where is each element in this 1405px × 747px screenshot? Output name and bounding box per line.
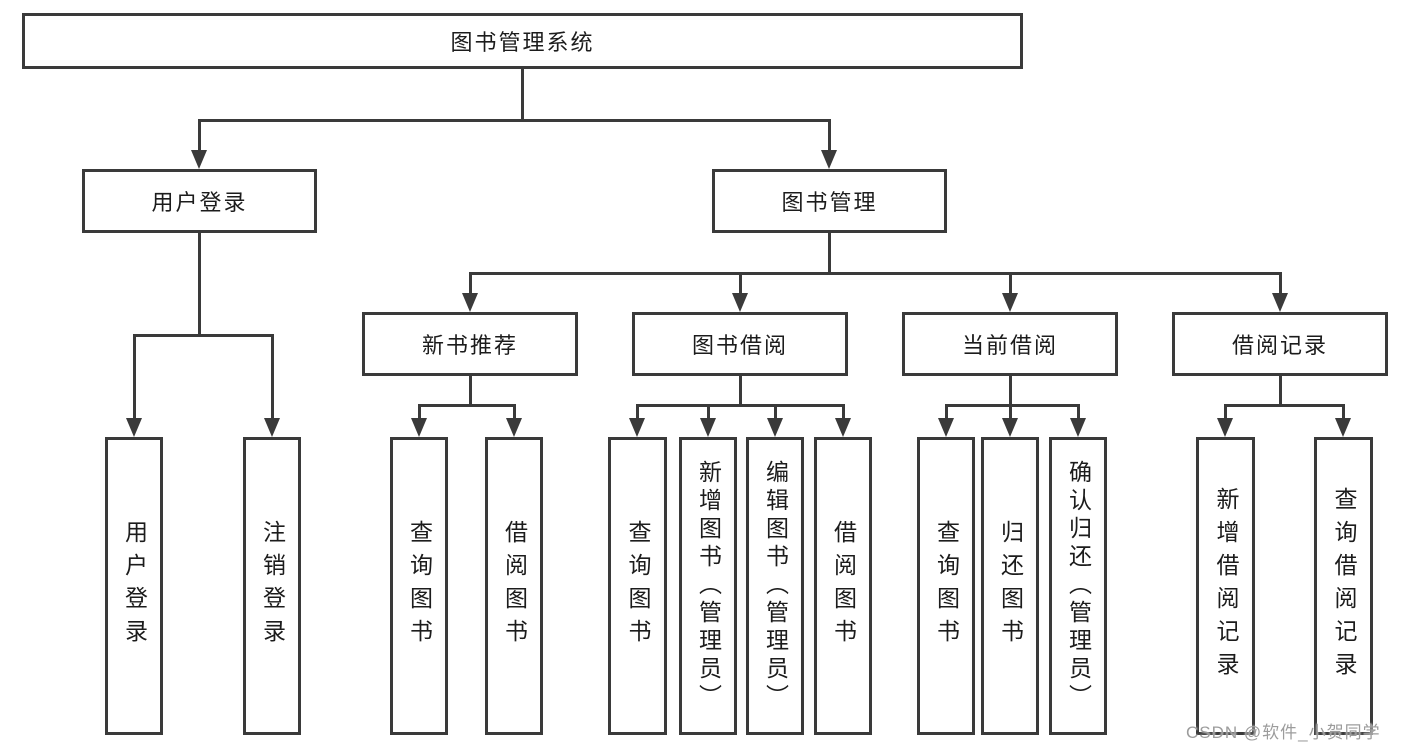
leaf-cb-return-book-label: 归还图书: [997, 520, 1024, 652]
leaf-cb-confirm-return-label: 确认归还（管理员）: [1065, 460, 1092, 712]
leaf-br-query-record: 查询借阅记录: [1314, 437, 1373, 735]
edge-current-borrow-trunk: [1009, 376, 1012, 406]
arrow-down-borrow-record: [1272, 293, 1288, 312]
leaf-user-login: 用户登录: [105, 437, 163, 735]
edge-book-borrow-trunk: [739, 376, 742, 406]
leaf-bb-edit-book-label: 编辑图书（管理员）: [762, 460, 789, 712]
edge-drop-cb-confirm: [1077, 404, 1080, 420]
leaf-rec-query-book-label: 查询图书: [406, 520, 433, 652]
arrow-down-rec-borrow: [506, 418, 522, 437]
edge-drop-bb-query: [636, 404, 639, 420]
node-borrow-record: 借阅记录: [1172, 312, 1388, 376]
leaf-bb-borrow-book: 借阅图书: [814, 437, 872, 735]
edge-drop-rec-borrow: [513, 404, 516, 420]
arrow-down-book-mgmt: [821, 150, 837, 169]
leaf-logout: 注销登录: [243, 437, 301, 735]
leaf-bb-query-book-label: 查询图书: [625, 520, 651, 652]
edge-drop-br-query: [1342, 404, 1345, 420]
edge-drop-cb-query: [945, 404, 948, 420]
edge-drop-leaf-user-login: [133, 334, 136, 420]
edge-drop-book-mgmt: [828, 119, 831, 152]
arrow-down-book-borrow: [732, 293, 748, 312]
arrow-down-leaf-logout: [264, 418, 280, 437]
leaf-cb-confirm-return: 确认归还（管理员）: [1049, 437, 1107, 735]
node-current-borrow: 当前借阅: [902, 312, 1118, 376]
edge-drop-borrow-record: [1279, 272, 1282, 295]
node-current-borrow-label: 当前借阅: [961, 333, 1058, 358]
csdn-watermark: CSDN @软件_小贺同学: [1186, 723, 1381, 742]
arrow-down-cb-query: [938, 418, 954, 437]
node-new-book-rec: 新书推荐: [362, 312, 578, 376]
arrow-down-cb-return: [1002, 418, 1018, 437]
edge-book-mgmt-trunk: [828, 233, 831, 274]
edge-drop-br-add: [1224, 404, 1227, 420]
leaf-br-query-record-label: 查询借阅记录: [1331, 487, 1357, 685]
leaf-bb-query-book: 查询图书: [608, 437, 667, 735]
edge-level2-rail: [198, 119, 831, 122]
edge-drop-user-login: [198, 119, 201, 152]
edge-drop-bb-borrow: [842, 404, 845, 420]
arrow-down-leaf-user-login: [126, 418, 142, 437]
edge-new-book-rec-rail: [418, 404, 515, 407]
node-root-label: 图书管理系统: [450, 30, 595, 55]
leaf-bb-add-book: 新增图书（管理员）: [679, 437, 737, 735]
leaf-logout-label: 注销登录: [259, 520, 286, 652]
leaf-bb-edit-book: 编辑图书（管理员）: [746, 437, 804, 735]
node-user-login: 用户登录: [82, 169, 317, 233]
edge-book-borrow-rail: [636, 404, 844, 407]
node-book-mgmt-label: 图书管理: [781, 190, 878, 215]
arrow-down-bb-query: [629, 418, 645, 437]
arrow-down-bb-add: [700, 418, 716, 437]
arrow-down-bb-borrow: [835, 418, 851, 437]
edge-drop-current-borrow: [1009, 272, 1012, 295]
node-new-book-rec-label: 新书推荐: [421, 333, 518, 358]
edge-borrow-record-rail: [1224, 404, 1344, 407]
leaf-rec-borrow-book-label: 借阅图书: [501, 520, 528, 652]
edge-drop-bb-add: [707, 404, 710, 420]
edge-user-login-rail: [133, 334, 274, 337]
arrow-down-cb-confirm: [1070, 418, 1086, 437]
leaf-cb-query-book-label: 查询图书: [933, 520, 960, 652]
leaf-rec-borrow-book: 借阅图书: [485, 437, 543, 735]
leaf-bb-borrow-book-label: 借阅图书: [830, 520, 857, 652]
edge-drop-leaf-logout: [271, 334, 274, 420]
edge-current-borrow-rail: [945, 404, 1079, 407]
leaf-cb-query-book: 查询图书: [917, 437, 975, 735]
node-root: 图书管理系统: [22, 13, 1023, 69]
edge-drop-rec-query: [418, 404, 421, 420]
edge-level3-rail: [469, 272, 1281, 275]
leaf-br-add-record: 新增借阅记录: [1196, 437, 1255, 735]
edge-drop-bb-edit: [774, 404, 777, 420]
arrow-down-user-login: [191, 150, 207, 169]
node-user-login-label: 用户登录: [151, 190, 248, 215]
leaf-rec-query-book: 查询图书: [390, 437, 448, 735]
node-book-borrow: 图书借阅: [632, 312, 848, 376]
arrow-down-rec-query: [411, 418, 427, 437]
leaf-cb-return-book: 归还图书: [981, 437, 1039, 735]
node-book-mgmt: 图书管理: [712, 169, 947, 233]
edge-root-trunk: [521, 69, 524, 121]
arrow-down-bb-edit: [767, 418, 783, 437]
edge-drop-book-borrow: [739, 272, 742, 295]
edge-drop-new-book-rec: [469, 272, 472, 295]
leaf-br-add-record-label: 新增借阅记录: [1213, 487, 1239, 685]
edge-borrow-record-trunk: [1279, 376, 1282, 406]
edge-drop-cb-return: [1009, 404, 1012, 420]
edge-new-book-rec-trunk: [469, 376, 472, 406]
arrow-down-new-book-rec: [462, 293, 478, 312]
arrow-down-br-add: [1217, 418, 1233, 437]
leaf-bb-add-book-label: 新增图书（管理员）: [695, 460, 722, 712]
node-borrow-record-label: 借阅记录: [1231, 333, 1328, 358]
arrow-down-br-query: [1335, 418, 1351, 437]
arrow-down-current-borrow: [1002, 293, 1018, 312]
node-book-borrow-label: 图书借阅: [691, 333, 788, 358]
leaf-user-login-label: 用户登录: [121, 520, 148, 652]
edge-user-login-trunk: [198, 233, 201, 336]
